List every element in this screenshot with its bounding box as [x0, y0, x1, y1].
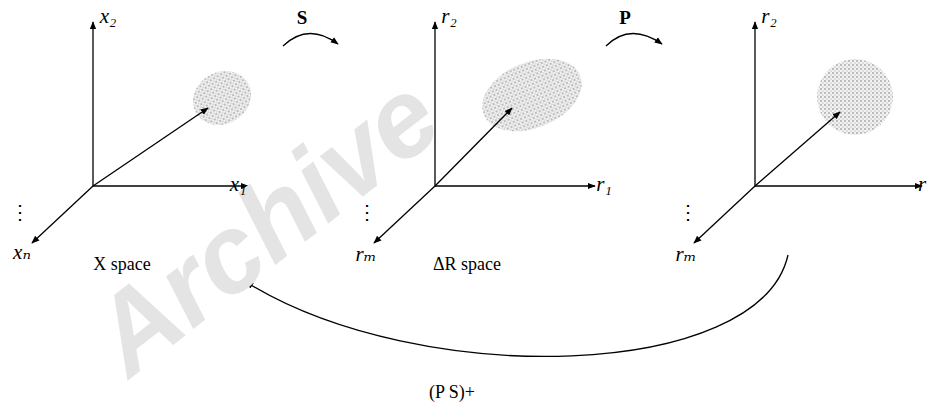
- operator-label: S: [297, 8, 308, 27]
- axis-label: r₂: [761, 6, 776, 27]
- space-caption: X space: [93, 255, 150, 273]
- ellipsis: ⋮: [10, 202, 30, 222]
- axis-label: x₂: [100, 6, 117, 27]
- ellipsis: ⋮: [678, 202, 698, 222]
- ellipsis: ⋮: [357, 202, 377, 222]
- operator-label: P: [619, 8, 631, 27]
- axis-label: r: [918, 174, 926, 195]
- axis-label: rₘ: [675, 244, 696, 265]
- axis-label: xₙ: [13, 242, 31, 263]
- axis-label: x₁: [230, 174, 247, 195]
- operator-label: (P S)+: [429, 383, 475, 401]
- axis-label: rₘ: [355, 244, 376, 265]
- axis-label: r₁: [596, 174, 611, 195]
- space-caption: ΔR space: [433, 255, 501, 273]
- watermark: Archive: [72, 57, 458, 392]
- axis-label: r₂: [441, 6, 456, 27]
